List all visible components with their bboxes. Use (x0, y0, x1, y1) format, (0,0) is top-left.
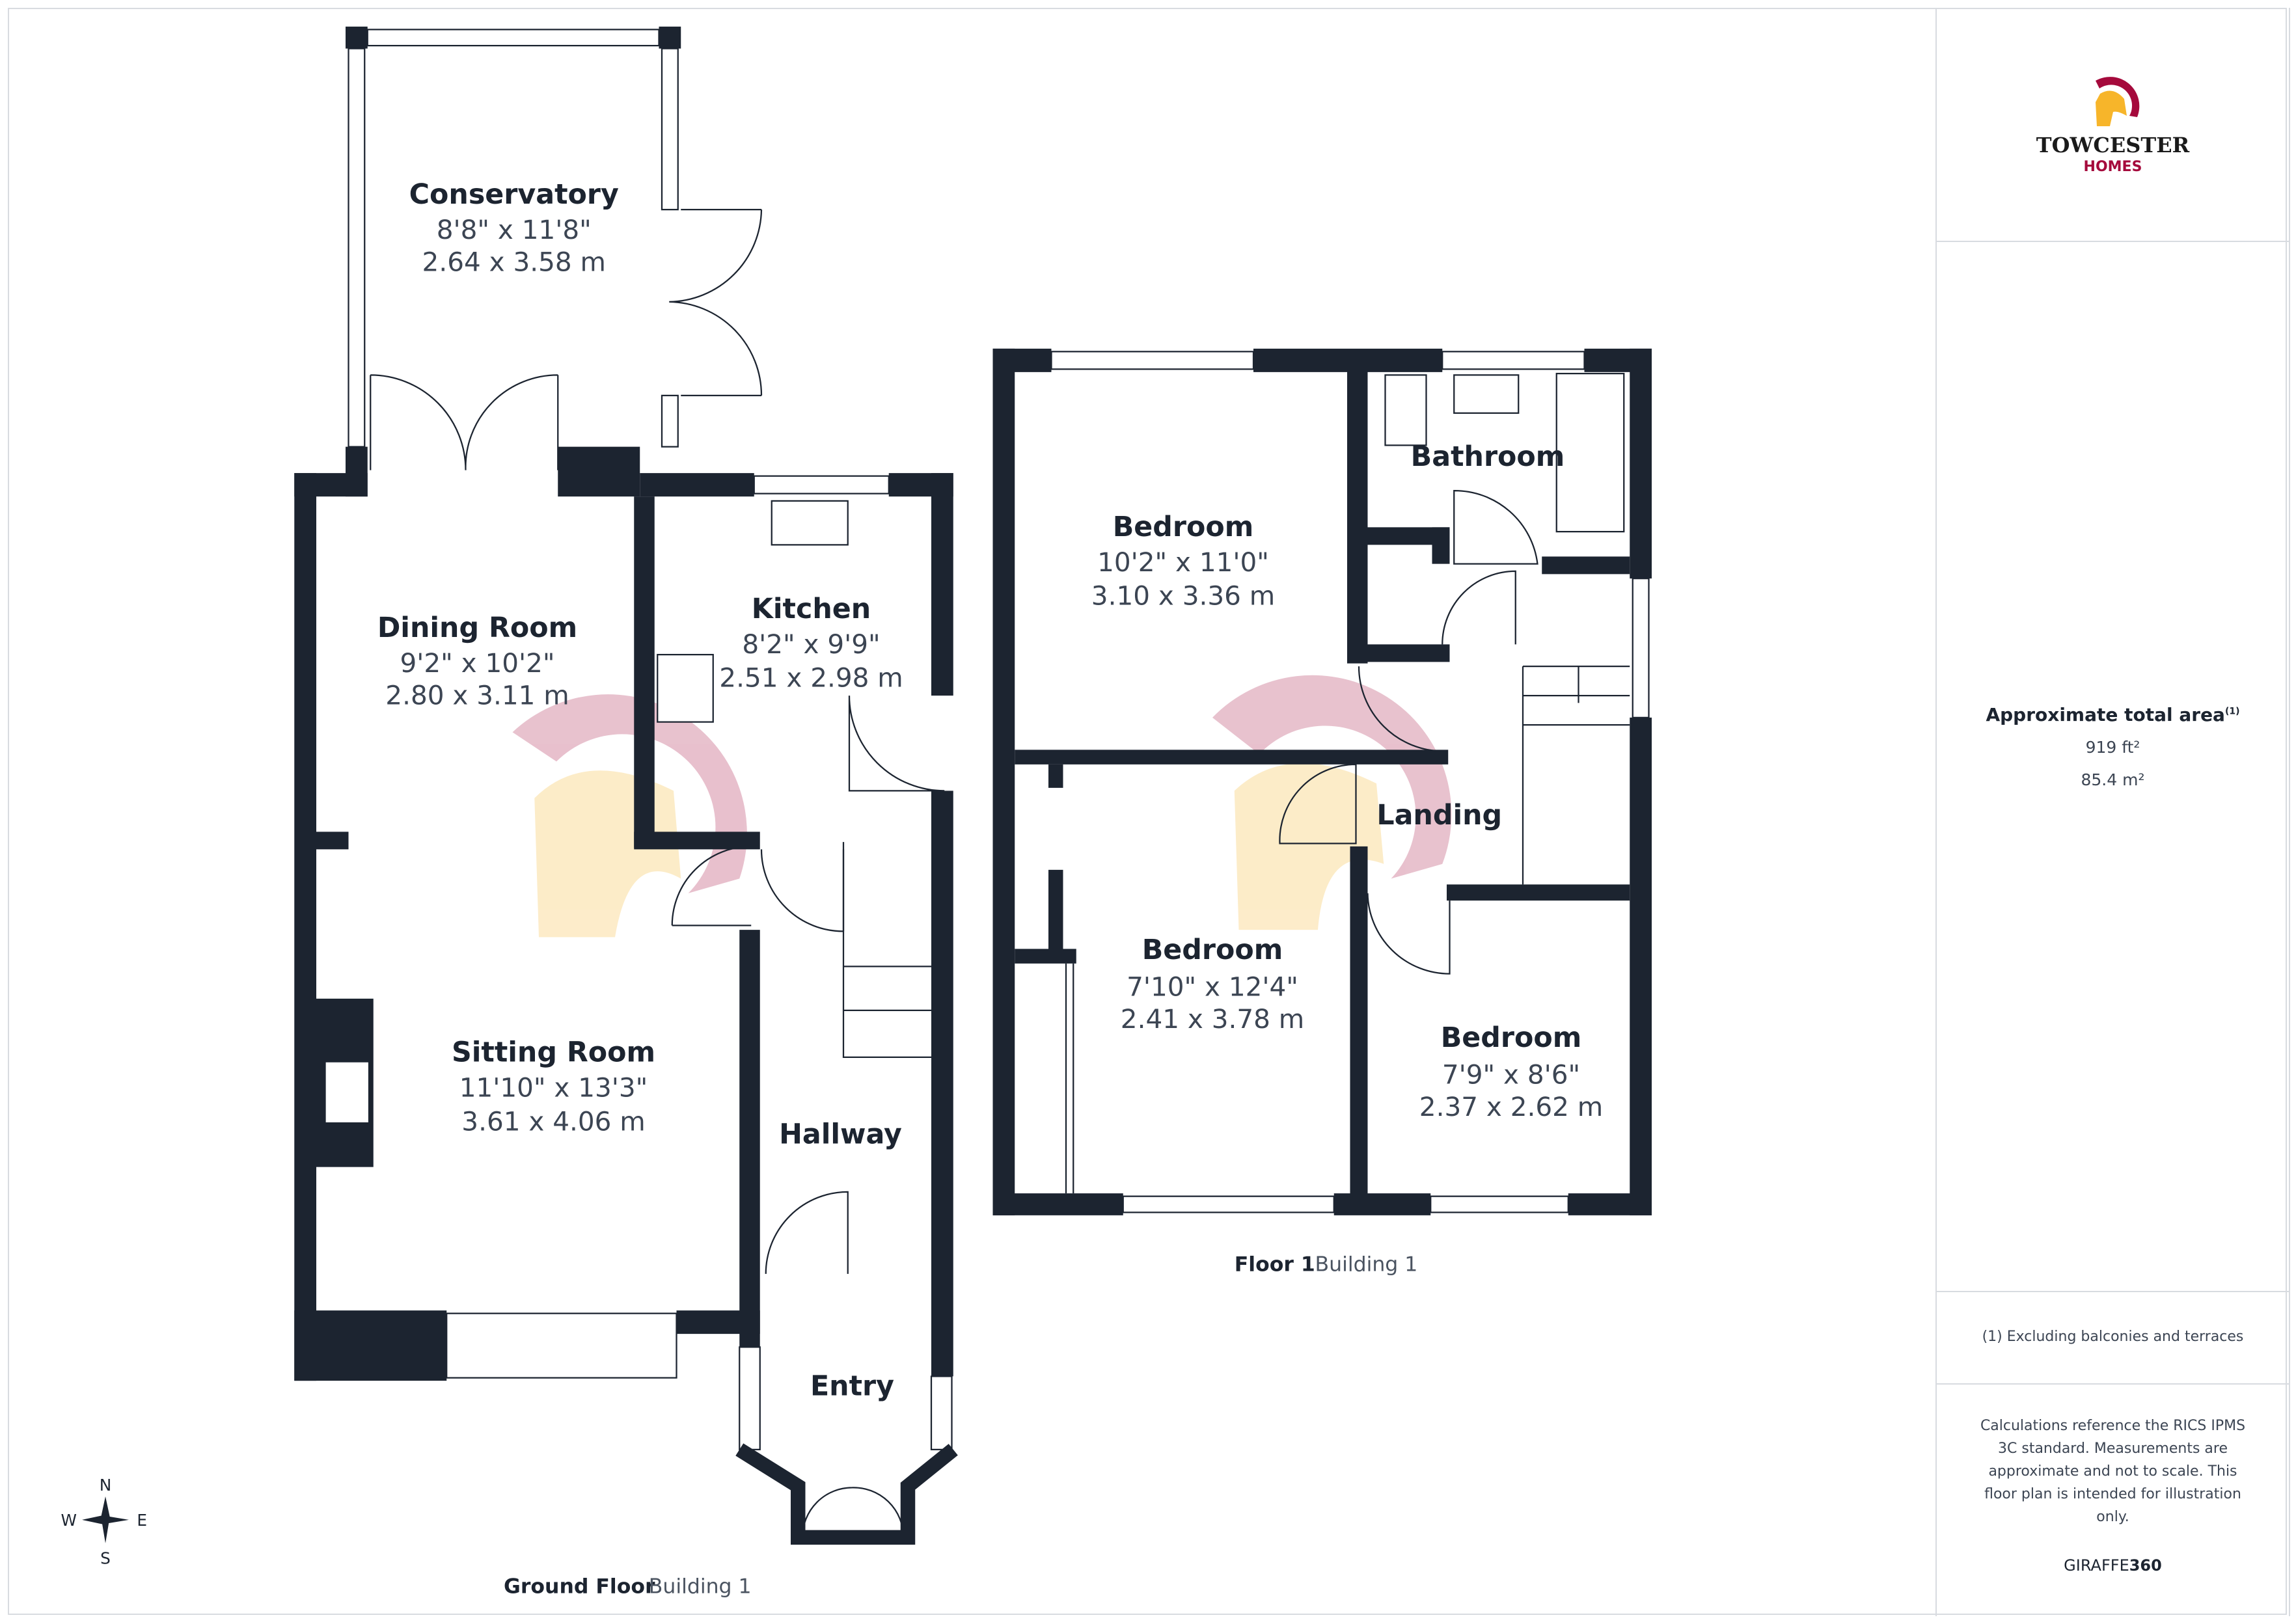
svg-text:7'10" x 12'4": 7'10" x 12'4" (1127, 971, 1298, 1002)
svg-text:W: W (61, 1511, 77, 1530)
room-sitting-room: Sitting Room 11'10" x 13'3" 3.61 x 4.06 … (452, 1036, 655, 1137)
first-floor-caption: Floor 1 Building 1 (1235, 1252, 1418, 1276)
ground-floor-doors (370, 208, 945, 1537)
svg-text:3.10 x 3.36 m: 3.10 x 3.36 m (1091, 580, 1275, 612)
svg-text:2.80 x 3.11 m: 2.80 x 3.11 m (385, 680, 569, 711)
svg-text:S: S (100, 1549, 111, 1567)
svg-text:2.41 x 3.78 m: 2.41 x 3.78 m (1121, 1003, 1304, 1035)
ground-floor-caption: Ground Floor Building 1 (504, 1575, 752, 1598)
room-conservatory: Conservatory 8'8" x 11'8" 2.64 x 3.58 m (409, 178, 619, 278)
room-bedroom-3: Bedroom 7'9" x 8'6" 2.37 x 2.62 m (1419, 1022, 1603, 1122)
svg-text:Building 1: Building 1 (1315, 1252, 1418, 1276)
svg-text:Conservatory: Conservatory (409, 178, 619, 211)
footnote: (1) Excluding balconies and terraces (1982, 1329, 2244, 1345)
watermark-logo (512, 675, 1452, 938)
room-dining-room: Dining Room 9'2" x 10'2" 2.80 x 3.11 m (377, 612, 577, 711)
svg-text:7'9" x 8'6": 7'9" x 8'6" (1442, 1059, 1580, 1090)
area-section: Approximate total area(1) 919 ft² 85.4 m… (1937, 242, 2289, 1292)
svg-text:Dining Room: Dining Room (377, 612, 577, 644)
ground-floor-walls (294, 26, 958, 1545)
svg-text:N: N (100, 1476, 112, 1495)
svg-text:11'10" x 13'3": 11'10" x 13'3" (459, 1072, 648, 1103)
svg-text:2.37 x 2.62 m: 2.37 x 2.62 m (1419, 1091, 1603, 1122)
svg-text:E: E (137, 1511, 147, 1530)
credit-logo: GIRAFFE360 (2064, 1556, 2162, 1575)
room-kitchen: Kitchen 8'2" x 9'9" 2.51 x 2.98 m (719, 593, 903, 694)
room-bedroom-2: Bedroom 7'10" x 12'4" 2.41 x 3.78 m (1121, 934, 1304, 1035)
svg-text:3.61 x 4.06 m: 3.61 x 4.06 m (461, 1105, 645, 1137)
svg-text:Kitchen: Kitchen (752, 593, 871, 625)
svg-text:Bedroom: Bedroom (1441, 1022, 1582, 1054)
brand-logo-helmet-icon (2096, 77, 2140, 126)
brand-section: TOWCESTER HOMES (1937, 8, 2289, 242)
svg-text:Sitting Room: Sitting Room (452, 1036, 655, 1069)
room-entry: Entry (810, 1370, 894, 1403)
svg-text:Ground Floor: Ground Floor (504, 1575, 655, 1598)
svg-text:Floor 1: Floor 1 (1235, 1252, 1315, 1276)
svg-text:Bedroom: Bedroom (1142, 934, 1283, 966)
footnote-section: (1) Excluding balconies and terraces (1937, 1292, 2289, 1385)
area-ft2: 919 ft² (2085, 738, 2140, 757)
brand-sub: HOMES (2083, 159, 2142, 175)
svg-text:Building 1: Building 1 (649, 1575, 752, 1598)
svg-text:8'2" x 9'9": 8'2" x 9'9" (742, 629, 880, 660)
area-title: Approximate total area(1) (1986, 704, 2240, 725)
room-hallway: Hallway (779, 1118, 902, 1151)
disclaimer-section: Calculations reference the RICS IPMS 3C … (1937, 1385, 2289, 1612)
disclaimer: Calculations reference the RICS IPMS 3C … (1980, 1418, 2246, 1525)
svg-text:10'2" x 11'0": 10'2" x 11'0" (1097, 547, 1269, 578)
info-panel: TOWCESTER HOMES Approximate total area(1… (1935, 8, 2290, 1616)
svg-text:2.51 x 2.98 m: 2.51 x 2.98 m (719, 662, 903, 694)
compass-icon: N S E W (61, 1476, 148, 1568)
svg-text:Bedroom: Bedroom (1113, 511, 1254, 543)
area-m2: 85.4 m² (2081, 770, 2145, 789)
svg-text:9'2" x 10'2": 9'2" x 10'2" (400, 647, 554, 679)
svg-text:8'8" x 11'8": 8'8" x 11'8" (437, 214, 592, 245)
room-bedroom-1: Bedroom 10'2" x 11'0" 3.10 x 3.36 m (1091, 511, 1275, 612)
brand-name: TOWCESTER (2036, 133, 2190, 157)
room-bathroom: Bathroom (1411, 440, 1565, 473)
room-landing: Landing (1376, 799, 1502, 832)
page-frame (8, 8, 2287, 1615)
first-floor-walls (992, 348, 1652, 1215)
svg-text:2.64 x 3.58 m: 2.64 x 3.58 m (422, 247, 606, 278)
